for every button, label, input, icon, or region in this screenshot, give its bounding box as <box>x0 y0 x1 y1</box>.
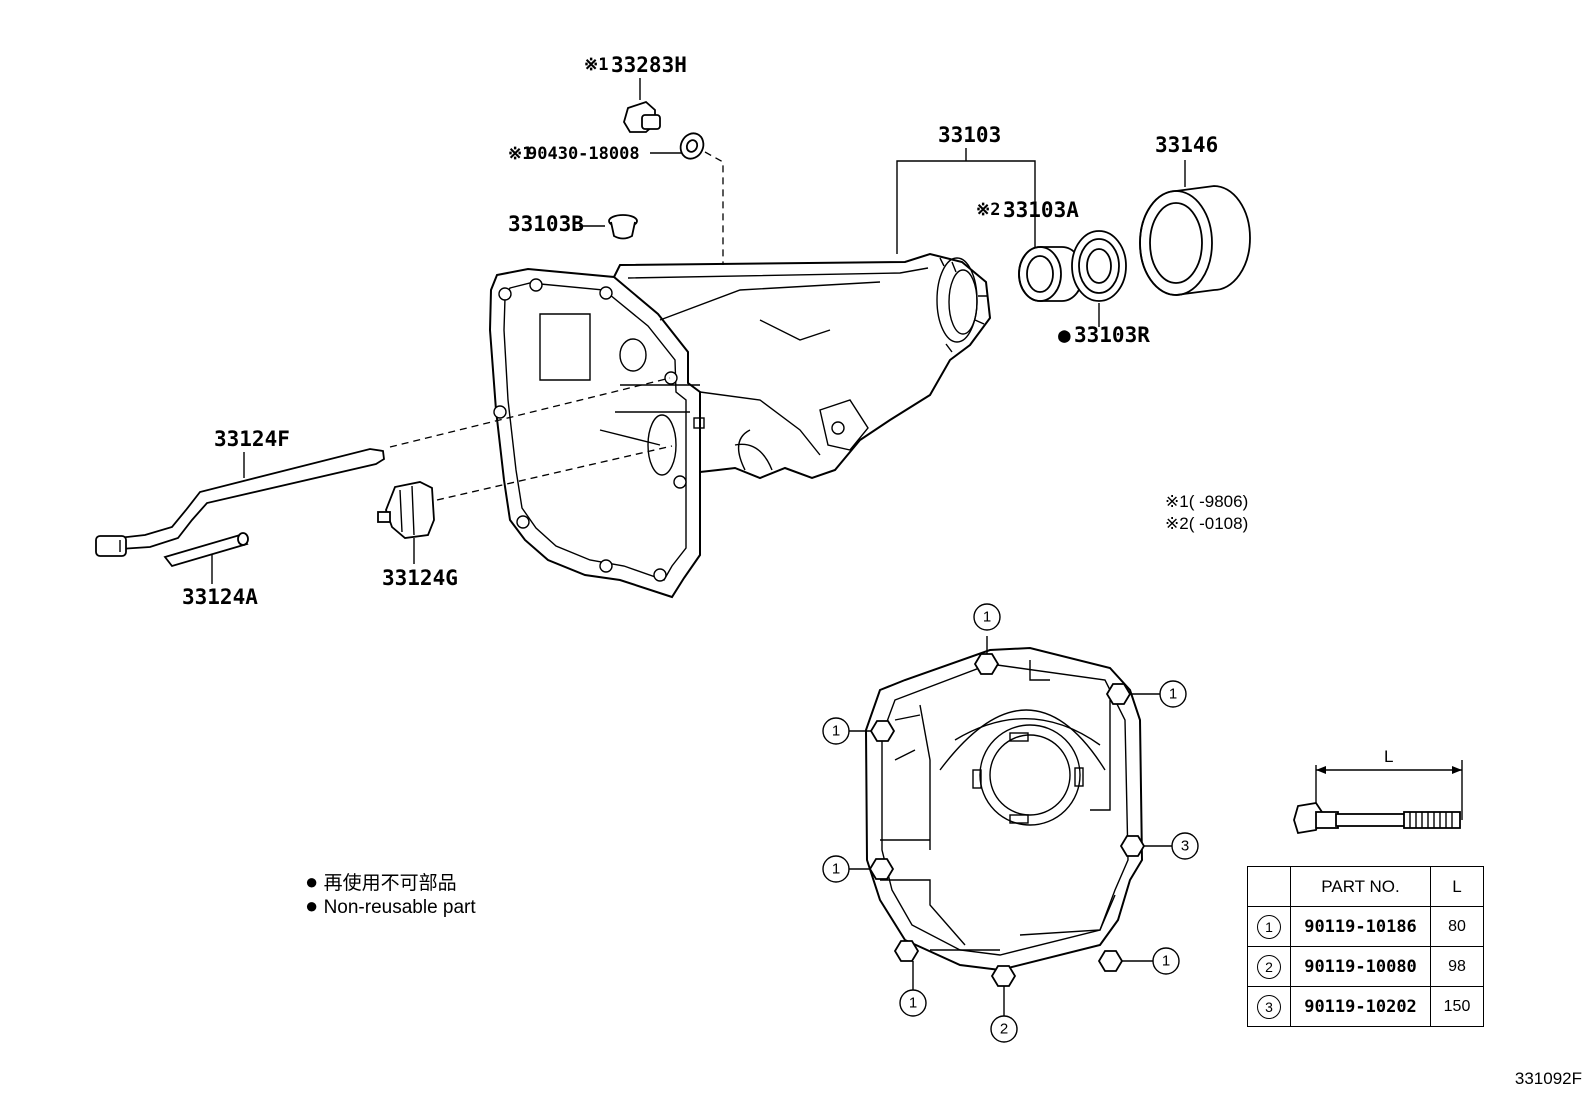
bolt-marker-upper-right[interactable]: 1 <box>1169 686 1177 703</box>
callout-33103[interactable]: 33103 <box>938 123 1001 147</box>
bolt-index-cell: 2 <box>1247 946 1291 987</box>
table-row[interactable]: 1 90119-10186 80 <box>1247 906 1484 947</box>
callout-33103b[interactable]: 33103B <box>508 212 584 236</box>
table-row[interactable]: 3 90119-10202 150 <box>1247 986 1484 1027</box>
callout-90430-18008[interactable]: 90430-18008 <box>527 144 640 164</box>
legend-bullet-2: ● <box>305 893 319 918</box>
bolt-length-label: L <box>1384 747 1393 766</box>
bolt-marker-lower-left[interactable]: 1 <box>909 995 917 1012</box>
bolt-length: 80 <box>1430 906 1484 947</box>
gasket-90430-shape <box>679 132 705 160</box>
table-row[interactable]: 2 90119-10080 98 <box>1247 946 1484 987</box>
legend-ja: 再使用不可部品 <box>323 872 457 894</box>
callout-90430-prefix[interactable]: ※1 <box>508 144 532 164</box>
plug-33283h-shape <box>623 100 661 133</box>
plug-33103b-shape <box>608 214 638 240</box>
bolt-table-header-index <box>1247 866 1291 907</box>
bolt-marker-right[interactable]: 3 <box>1181 838 1189 855</box>
bolt-part-number[interactable]: 90119-10186 <box>1290 906 1431 947</box>
bolt-length-diagram <box>1293 760 1463 835</box>
bell-housing-front-view <box>864 646 1144 972</box>
bolt-marker-left[interactable]: 1 <box>832 861 840 878</box>
callout-33103a[interactable]: 33103A <box>1003 198 1079 222</box>
bolt-index-cell: 1 <box>1247 906 1291 947</box>
note-1: ※1( -9806) <box>1165 492 1248 511</box>
bolt-table: PART NO. L 1 90119-10186 80 2 90119-1008… <box>1247 866 1484 1027</box>
bolt-marker-bottom[interactable]: 2 <box>1000 1021 1008 1038</box>
pin-33124a-shape <box>163 532 249 568</box>
legend-bullet-1: ● <box>305 869 319 894</box>
bolt-index-marker: 3 <box>1257 994 1281 1019</box>
note-2: ※2( -0108) <box>1165 514 1248 533</box>
callout-33124g[interactable]: 33124G <box>382 566 458 590</box>
callout-33103r[interactable]: 33103R <box>1074 323 1150 347</box>
bolt-part-number[interactable]: 90119-10202 <box>1290 986 1431 1027</box>
callout-33103r-mark: ● <box>1058 323 1071 347</box>
bolt-heads <box>868 653 1146 987</box>
bolt-table-header-part: PART NO. <box>1290 866 1431 907</box>
oil-seal-33103r-shape <box>1071 230 1127 302</box>
callout-33124f[interactable]: 33124F <box>214 427 290 451</box>
callout-33283h-prefix[interactable]: ※1 <box>584 55 608 75</box>
bolt-table-header: PART NO. L <box>1247 866 1484 907</box>
legend-en: Non-reusable part <box>323 897 476 918</box>
callout-33146[interactable]: 33146 <box>1155 133 1218 157</box>
bolt-length: 150 <box>1430 986 1484 1027</box>
bolt-length: 98 <box>1430 946 1484 987</box>
callout-33283h[interactable]: 33283H <box>611 53 687 77</box>
bolt-marker-upper-left[interactable]: 1 <box>832 723 840 740</box>
bolt-index-cell: 3 <box>1247 986 1291 1027</box>
retainer-33124g-shape <box>377 481 435 539</box>
bolt-marker-top[interactable]: 1 <box>983 609 991 626</box>
bolt-table-header-len: L <box>1430 866 1484 907</box>
bolt-part-number[interactable]: 90119-10080 <box>1290 946 1431 987</box>
bolt-index-marker: 1 <box>1257 914 1281 939</box>
transmission-case-shape <box>488 252 992 599</box>
callout-33124a[interactable]: 33124A <box>182 585 258 609</box>
bolt-index-marker: 2 <box>1257 954 1281 979</box>
illustration-code: 331092F <box>1514 1069 1582 1088</box>
callout-33103a-prefix[interactable]: ※2 <box>976 200 1000 220</box>
shift-rod-33124f-shape <box>95 448 385 557</box>
cover-33146-shape <box>1139 185 1251 296</box>
bolt-marker-lower-right[interactable]: 1 <box>1162 953 1170 970</box>
